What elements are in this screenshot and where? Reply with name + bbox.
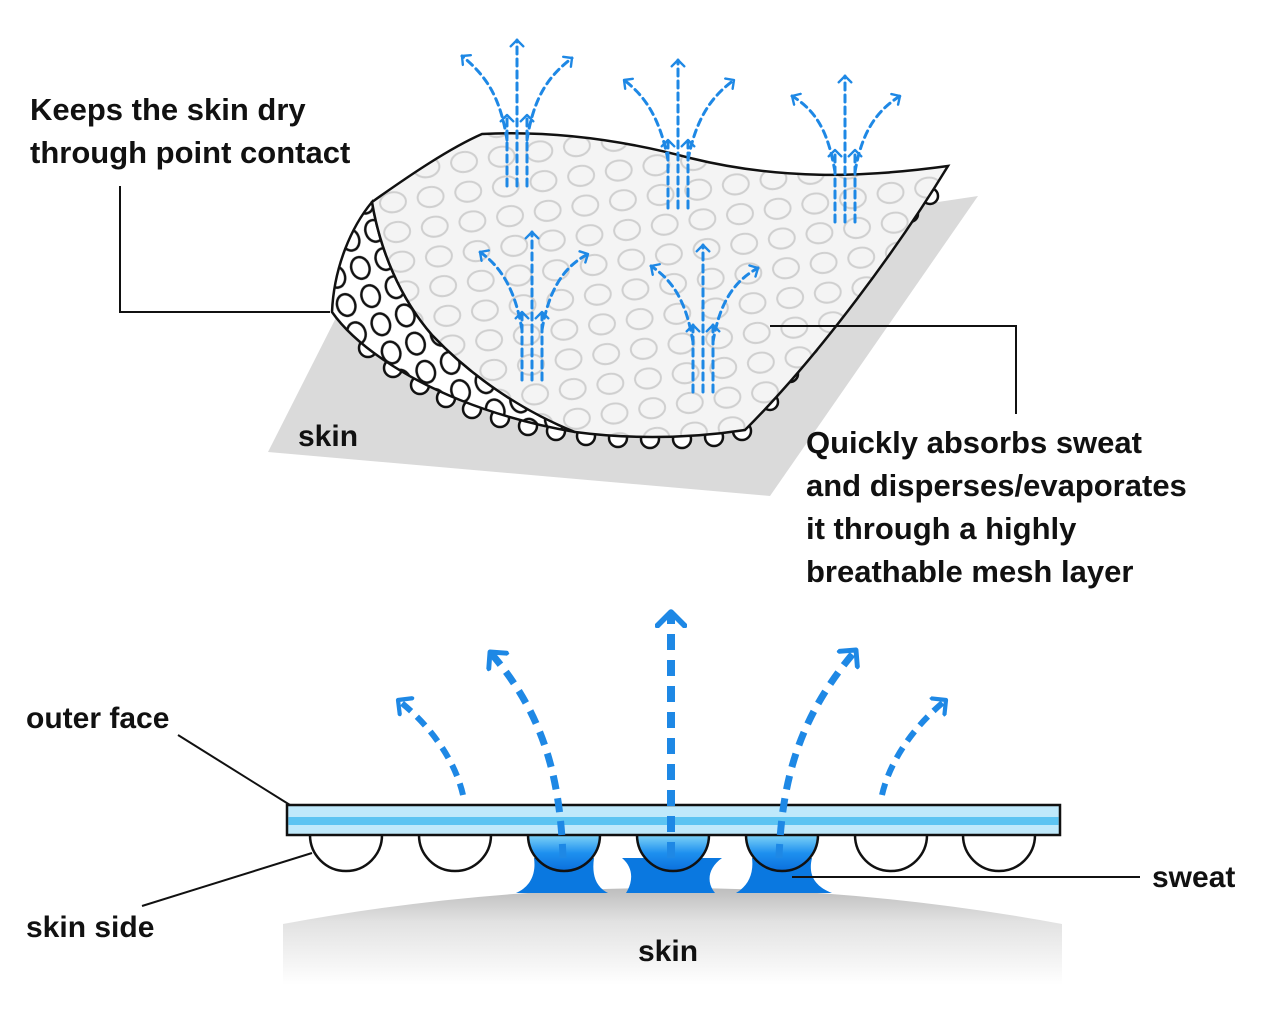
label-skin-top: skin	[298, 420, 358, 453]
label-mesh-layer: Quickly absorbs sweat and disperses/evap…	[806, 425, 1195, 589]
label-point-contact: Keeps the skin dry through point contact	[30, 92, 350, 170]
label-outer-face: outer face	[26, 702, 169, 735]
sweat-droplets	[516, 858, 832, 893]
leader-line-outer-face	[177, 734, 291, 806]
evaporation-arrows-bottom	[398, 612, 946, 859]
leader-line-mesh-layer	[770, 325, 1017, 414]
label-skin-bottom: skin	[638, 935, 698, 968]
evaporation-arrows-top	[460, 38, 902, 394]
label-skin-side: skin side	[26, 911, 154, 944]
leader-line-point-contact	[119, 186, 330, 313]
leader-line-skin-side	[141, 852, 313, 907]
skin-surface-bottom	[283, 888, 1062, 985]
mesh-fabric-sheet	[370, 131, 951, 439]
label-sweat: sweat	[1152, 861, 1235, 894]
